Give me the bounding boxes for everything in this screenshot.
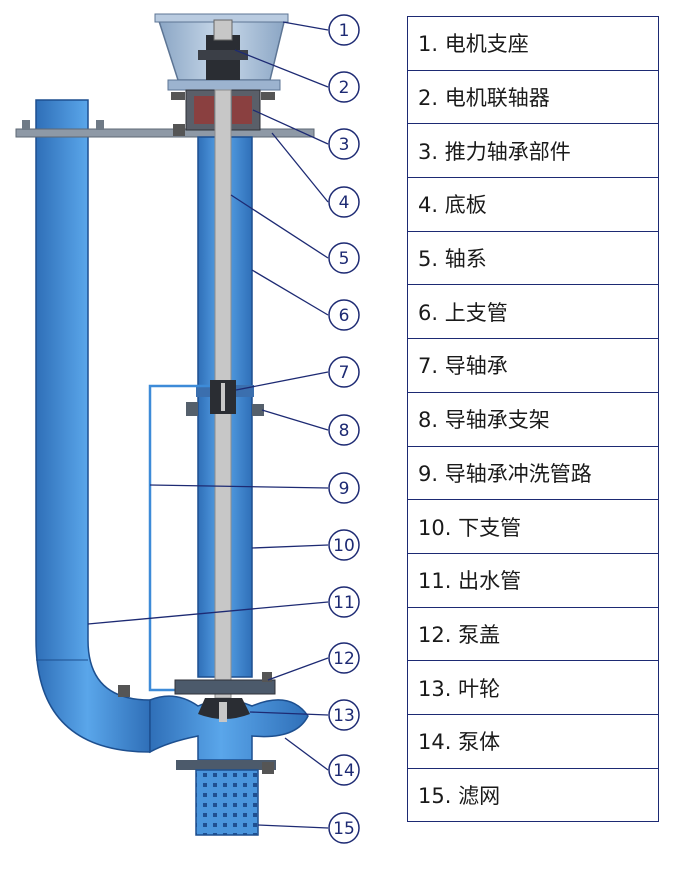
svg-text:7: 7 [339, 363, 350, 383]
legend-row: 14. 泵体 [407, 713, 659, 769]
legend-row: 6. 上支管 [407, 284, 659, 340]
callout-4: 4 [328, 186, 360, 218]
svg-text:1: 1 [339, 21, 350, 41]
legend-row: 1. 电机支座 [407, 16, 659, 71]
legend-label: 2. 电机联轴器 [407, 69, 659, 125]
legend-row: 3. 推力轴承部件 [407, 123, 659, 179]
legend-label: 5. 轴系 [407, 230, 659, 286]
legend-label: 11. 出水管 [407, 552, 659, 608]
legend-row: 10. 下支管 [407, 499, 659, 554]
legend-label: 3. 推力轴承部件 [407, 123, 659, 179]
svg-text:9: 9 [339, 479, 350, 499]
legend-row: 5. 轴系 [407, 230, 659, 286]
strainer [195, 769, 259, 836]
svg-text:11: 11 [333, 593, 355, 613]
legend-label: 7. 导轴承 [407, 338, 659, 393]
svg-text:12: 12 [333, 649, 355, 669]
svg-text:6: 6 [339, 306, 350, 326]
legend-label: 10. 下支管 [407, 499, 659, 554]
legend-row: 11. 出水管 [407, 552, 659, 608]
svg-text:13: 13 [333, 706, 355, 726]
callout-10: 10 [328, 529, 360, 561]
svg-text:2: 2 [339, 78, 350, 98]
pump-cover [174, 679, 276, 695]
flushing-line [148, 384, 210, 692]
legend-label: 12. 泵盖 [407, 606, 659, 662]
base-plate [15, 128, 315, 138]
svg-text:5: 5 [339, 249, 350, 269]
legend-row: 12. 泵盖 [407, 606, 659, 662]
guide-bearing-bracket [186, 402, 198, 416]
callout-15: 15 [328, 812, 360, 844]
legend-row: 2. 电机联轴器 [407, 69, 659, 125]
svg-text:3: 3 [339, 135, 350, 155]
legend-label: 14. 泵体 [407, 713, 659, 769]
callout-12: 12 [328, 642, 360, 674]
callout-11: 11 [328, 586, 360, 618]
legend-row: 15. 滤网 [407, 767, 659, 823]
legend-label: 9. 导轴承冲洗管路 [407, 445, 659, 501]
legend-row: 7. 导轴承 [407, 338, 659, 393]
legend-row: 9. 导轴承冲洗管路 [407, 445, 659, 501]
callout-13: 13 [328, 699, 360, 731]
legend-label: 1. 电机支座 [407, 16, 659, 71]
pump-diagram: 1 2 3 4 5 6 7 8 9 10 11 12 13 14 15 [15, 13, 360, 844]
svg-text:10: 10 [333, 536, 355, 556]
callout-6: 6 [328, 299, 360, 331]
callout-2: 2 [328, 71, 360, 103]
legend-label: 4. 底板 [407, 177, 659, 232]
legend-label: 15. 滤网 [407, 767, 659, 823]
discharge-pipe [35, 99, 151, 753]
svg-text:8: 8 [339, 421, 350, 441]
callout-3: 3 [328, 128, 360, 160]
callout-1: 1 [328, 14, 360, 46]
legend-row: 13. 叶轮 [407, 660, 659, 715]
legend-row: 4. 底板 [407, 177, 659, 232]
svg-text:4: 4 [339, 193, 350, 213]
parts-legend-table: 1. 电机支座 2. 电机联轴器 3. 推力轴承部件 4. 底板 5. 轴系 6… [407, 16, 659, 823]
callout-7: 7 [328, 356, 360, 388]
svg-text:15: 15 [333, 819, 355, 839]
legend-row: 8. 导轴承支架 [407, 391, 659, 447]
svg-text:14: 14 [333, 761, 355, 781]
legend-label: 8. 导轴承支架 [407, 391, 659, 447]
callout-9: 9 [328, 472, 360, 504]
callout-8: 8 [328, 414, 360, 446]
legend-label: 6. 上支管 [407, 284, 659, 340]
callout-5: 5 [328, 242, 360, 274]
callout-14: 14 [328, 754, 360, 786]
legend-label: 13. 叶轮 [407, 660, 659, 715]
leader-lines [87, 21, 329, 829]
